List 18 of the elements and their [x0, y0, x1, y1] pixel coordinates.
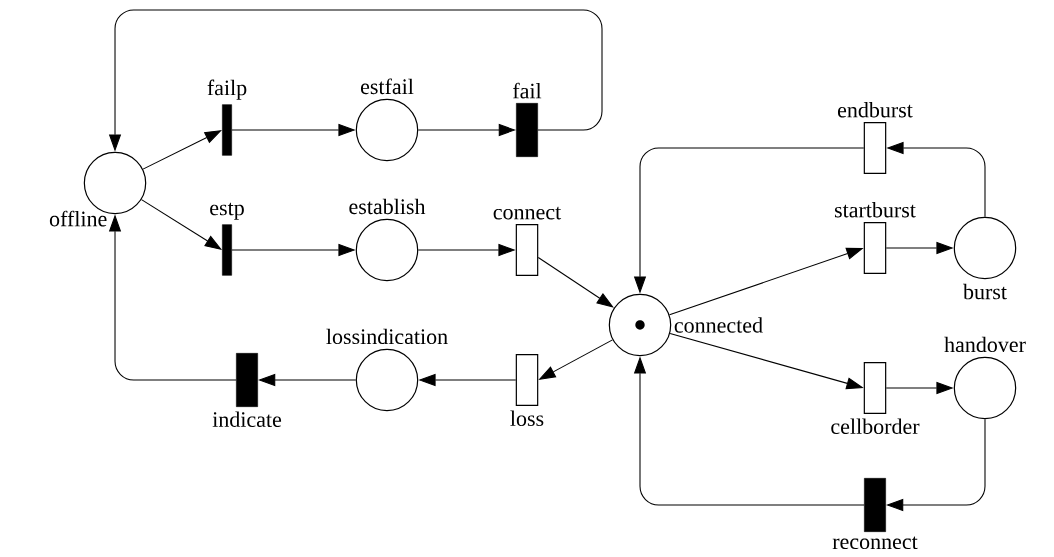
transition-label: startburst — [834, 202, 916, 218]
place-label: connected — [674, 317, 763, 333]
place-label: burst — [963, 283, 1007, 300]
transition-label: connect — [493, 206, 562, 220]
transition-label: endburst — [837, 102, 913, 118]
transition-label: fail — [513, 82, 542, 99]
transition-label: reconnect — [832, 536, 918, 550]
transition-label: cellborder — [831, 418, 920, 434]
transition-label: loss — [510, 410, 544, 426]
transition-label: indicate — [212, 411, 282, 427]
place-label: lossindication — [326, 328, 448, 345]
arc-arrow — [537, 256, 614, 308]
transition-label: estp — [210, 202, 244, 220]
transition-label: failp — [207, 79, 247, 100]
place-label: handover — [944, 336, 1026, 353]
place-label: estfail — [361, 78, 414, 95]
place-label: offline — [49, 210, 107, 227]
place-label: establish — [349, 198, 426, 215]
